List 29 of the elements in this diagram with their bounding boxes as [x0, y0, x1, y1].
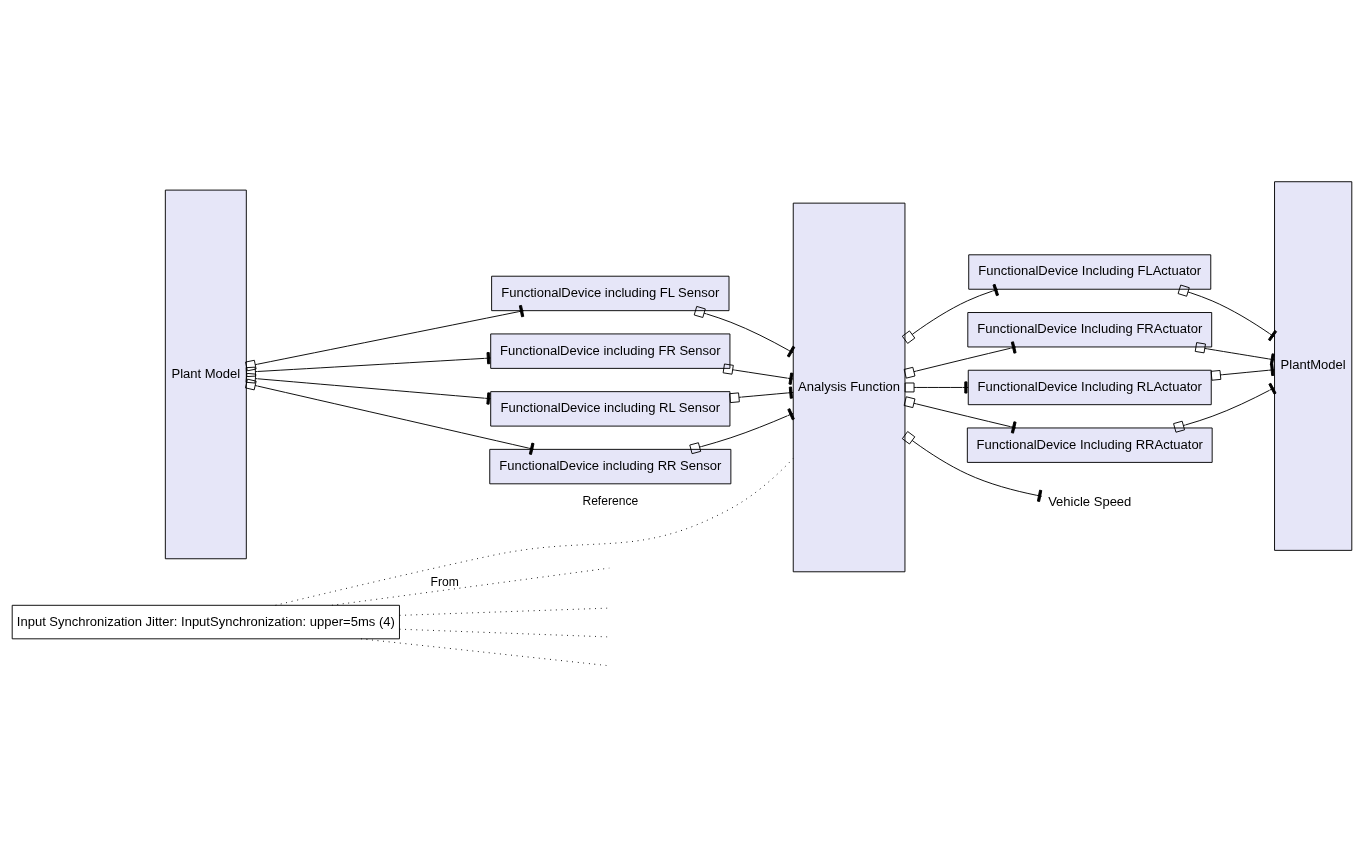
connector	[1210, 363, 1275, 381]
connector	[275, 457, 794, 606]
connector	[901, 283, 999, 344]
node-box: Input Synchronization Jitter: InputSynchronization: upper=5ms (4)	[11, 604, 400, 639]
connector	[360, 637, 610, 666]
connector	[1177, 284, 1278, 341]
connector	[903, 395, 1017, 434]
node-box: FunctionalDevice including RL Sensor	[490, 390, 731, 427]
connector	[245, 372, 492, 405]
node-box: Plant Model	[164, 189, 247, 559]
connector	[245, 378, 535, 455]
node-box: FunctionalDevice including FR Sensor	[490, 332, 731, 369]
connector	[901, 430, 1043, 502]
edge-label: From	[430, 574, 459, 589]
connector	[904, 380, 969, 393]
node-box: PlantModel	[1274, 180, 1353, 551]
node-box: Analysis Function	[792, 202, 906, 572]
connector	[689, 407, 795, 454]
connector	[245, 304, 525, 371]
edge-label: Reference	[582, 493, 639, 508]
connector	[729, 386, 794, 403]
connector	[722, 363, 794, 385]
connector	[1194, 341, 1275, 366]
node-box: FunctionalDevice Including RLActuator	[967, 369, 1212, 405]
connector	[903, 340, 1017, 379]
node-text: Vehicle Speed	[1048, 493, 1132, 509]
connector	[245, 351, 492, 377]
connector	[693, 305, 796, 358]
connector	[1173, 382, 1277, 433]
